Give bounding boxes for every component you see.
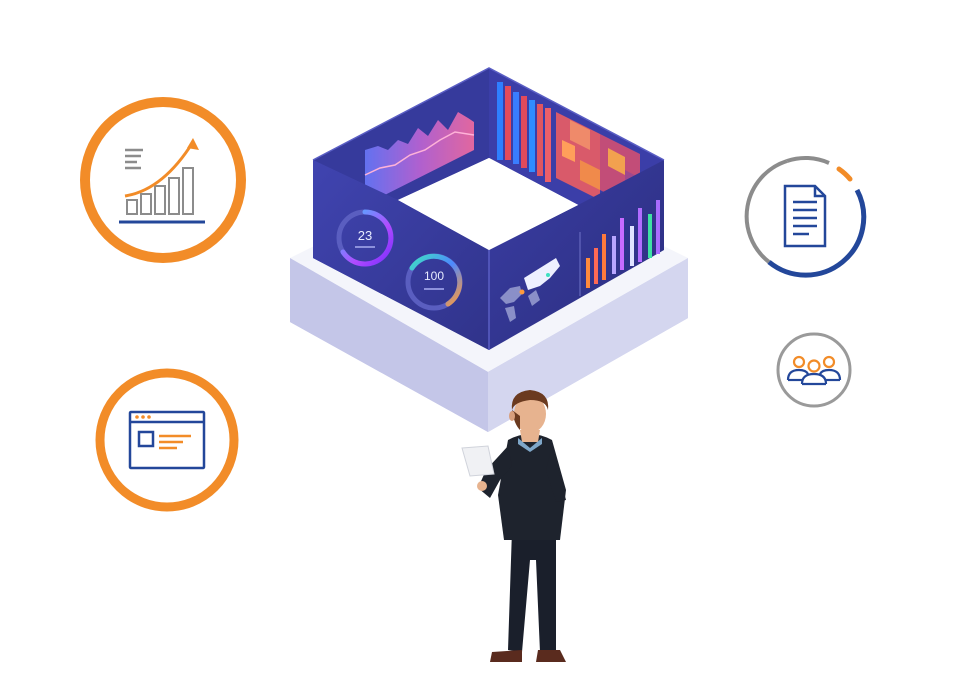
map-landmass xyxy=(500,286,522,304)
heatmap-cell xyxy=(580,160,600,190)
dashboard-box: 23 100 xyxy=(312,67,665,350)
browser-window-badge xyxy=(95,368,239,512)
growth-chart-icon xyxy=(119,138,205,224)
map-landmass xyxy=(505,306,516,322)
base-left-face xyxy=(290,258,488,432)
bar xyxy=(638,208,642,262)
heatmap-cell xyxy=(562,140,575,162)
base-right-face xyxy=(488,258,688,432)
browser-window-icon xyxy=(128,410,206,470)
map-marker xyxy=(519,289,525,295)
ring-gray-arc-2 xyxy=(786,155,830,165)
businessman-figure xyxy=(461,390,566,662)
bar xyxy=(620,218,624,270)
area-series xyxy=(365,112,474,205)
person-legs xyxy=(508,530,556,652)
bar xyxy=(630,226,634,266)
box-top-edge xyxy=(312,67,665,161)
bar xyxy=(505,86,511,160)
map-landmass-highlight xyxy=(524,258,560,290)
ring-orange-accent xyxy=(836,166,853,182)
person-hand xyxy=(477,481,487,491)
gauge-caption-line xyxy=(424,288,444,290)
bar xyxy=(586,258,590,288)
bar xyxy=(602,234,606,280)
front-left-face xyxy=(313,160,489,350)
bar xyxy=(537,104,543,176)
document-icon xyxy=(783,184,827,248)
person-hair xyxy=(511,390,549,410)
bar-chart-widget-front xyxy=(579,200,660,296)
gauge-widget-23: 23 xyxy=(336,209,394,267)
bar xyxy=(648,214,652,258)
badge-ring xyxy=(80,97,246,263)
bar xyxy=(612,236,616,274)
ring-gray-arc xyxy=(744,159,788,264)
person-collar xyxy=(518,438,542,452)
team-badge xyxy=(776,332,852,408)
gauge-widget-100: 100 xyxy=(405,253,463,311)
bar xyxy=(545,108,551,182)
person-tablet xyxy=(461,445,495,477)
bar xyxy=(497,82,503,160)
document-badge xyxy=(744,155,867,278)
area-chart-widget xyxy=(364,112,475,205)
gauge-caption-line xyxy=(355,246,375,248)
person-shoe-left xyxy=(490,650,522,662)
area-line xyxy=(364,131,475,176)
gauge-value: 23 xyxy=(358,228,372,243)
person-arm-right xyxy=(546,446,566,502)
bar xyxy=(529,100,535,172)
bar xyxy=(656,200,660,254)
bar xyxy=(521,96,527,168)
heatmap-cell xyxy=(570,120,590,150)
person-head xyxy=(514,395,546,433)
gauge-arc xyxy=(340,209,394,267)
ring-blue-arc xyxy=(767,188,867,278)
map-landmass xyxy=(528,290,540,306)
bar-chart-widget-back xyxy=(497,82,551,182)
person-ear xyxy=(509,411,515,421)
gauge-value: 100 xyxy=(424,269,444,283)
heatmap-cell xyxy=(608,148,625,175)
bar xyxy=(513,92,519,164)
bar xyxy=(594,248,598,284)
growth-chart-badge xyxy=(80,97,246,263)
person-shoe-right xyxy=(536,650,566,662)
team-people-icon xyxy=(786,355,842,386)
person-neck xyxy=(520,430,540,442)
world-map-widget xyxy=(500,258,560,322)
box-inner-floor-top xyxy=(398,158,578,250)
gauge-arc xyxy=(409,253,463,307)
map-marker xyxy=(546,273,550,277)
badge-ring xyxy=(776,332,852,408)
